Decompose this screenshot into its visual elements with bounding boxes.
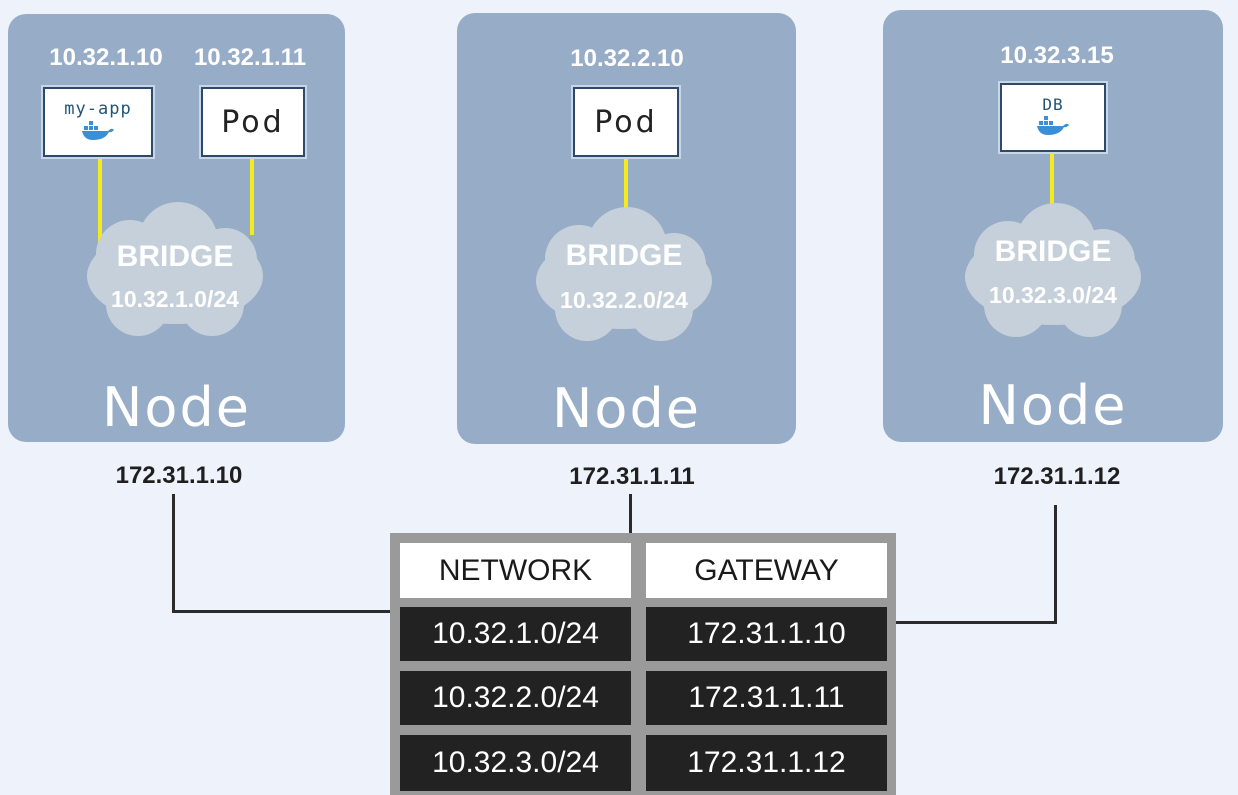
- pod-label: DB: [1042, 94, 1064, 114]
- table-cell-network: 10.32.1.0/24: [400, 607, 631, 661]
- pod-label: Pod: [221, 104, 285, 140]
- table-cell-gateway: 172.31.1.10: [646, 607, 887, 661]
- bridge-title: BRIDGE: [994, 235, 1112, 268]
- pod-box[interactable]: Pod: [573, 87, 679, 157]
- table-cell-gateway: 172.31.1.12: [646, 735, 887, 791]
- bridge-cloud: BRIDGE 10.32.1.0/24: [80, 196, 270, 346]
- pod-label: Pod: [594, 104, 658, 140]
- pod-label: my-app: [64, 98, 132, 119]
- pod-ip: 10.32.1.10: [49, 44, 163, 71]
- wire-node-1-vertical: [172, 494, 175, 613]
- node-ip: 172.31.1.12: [993, 463, 1121, 490]
- pod-link: [98, 159, 102, 249]
- pod-ip: 10.32.3.15: [1000, 42, 1114, 69]
- node-label: Node: [552, 377, 701, 440]
- pod-link: [1050, 154, 1054, 218]
- wire-node-1-horizontal: [172, 610, 392, 613]
- pod-ip: 10.32.1.11: [193, 44, 307, 71]
- table-cell-network: 10.32.2.0/24: [400, 671, 631, 725]
- pod-box[interactable]: Pod: [201, 87, 305, 157]
- wire-node-2-vertical: [629, 494, 632, 534]
- wire-node-3-vertical: [1054, 505, 1057, 624]
- pod-my-app[interactable]: my-app: [43, 87, 153, 157]
- bridge-subnet: 10.32.2.0/24: [560, 287, 688, 313]
- bridge-title: BRIDGE: [116, 240, 234, 273]
- node-2: 10.32.2.10 Pod BRIDGE 10.32.2.0/24 Node: [457, 13, 796, 444]
- pod-link: [624, 159, 628, 229]
- node-1: 10.32.1.10 10.32.1.11 my-app Pod: [8, 14, 345, 442]
- node-ip: 172.31.1.11: [569, 463, 695, 490]
- bridge-subnet: 10.32.1.0/24: [111, 286, 239, 312]
- node-label: Node: [978, 374, 1128, 437]
- node-3: 10.32.3.15 DB BRIDGE 10.32: [883, 10, 1223, 442]
- pod-link: [250, 159, 254, 235]
- bridge-title: BRIDGE: [565, 239, 683, 272]
- docker-whale-icon: [1036, 114, 1070, 141]
- table-cell-network: 10.32.3.0/24: [400, 735, 631, 791]
- node-label: Node: [102, 376, 251, 439]
- node-ip: 172.31.1.10: [115, 462, 243, 489]
- table-header-gateway: GATEWAY: [646, 543, 887, 598]
- docker-whale-icon: [81, 119, 115, 146]
- table-header-network: NETWORK: [400, 543, 631, 598]
- bridge-cloud: BRIDGE 10.32.2.0/24: [529, 201, 719, 351]
- pod-db[interactable]: DB: [1000, 83, 1106, 152]
- bridge-subnet: 10.32.3.0/24: [989, 282, 1117, 308]
- table-cell-gateway: 172.31.1.11: [646, 671, 887, 725]
- pod-ip: 10.32.2.10: [570, 45, 684, 72]
- wire-node-3-horizontal: [895, 621, 1057, 624]
- routing-table: NETWORK GATEWAY 10.32.1.0/24 172.31.1.10…: [390, 533, 896, 795]
- bridge-cloud: BRIDGE 10.32.3.0/24: [958, 197, 1148, 347]
